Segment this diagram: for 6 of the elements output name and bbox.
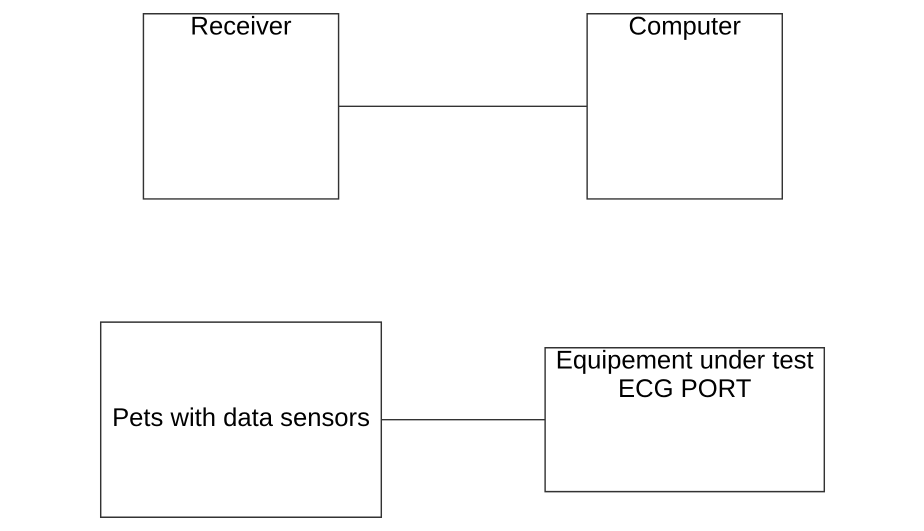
node-box: Pets with data sensors <box>99 321 382 518</box>
node-box: Receiver <box>142 13 339 200</box>
connector <box>380 418 545 420</box>
node-box: Equipement under test ECG PORT <box>544 347 825 492</box>
node-box: Computer <box>586 13 782 200</box>
connector <box>338 106 586 108</box>
